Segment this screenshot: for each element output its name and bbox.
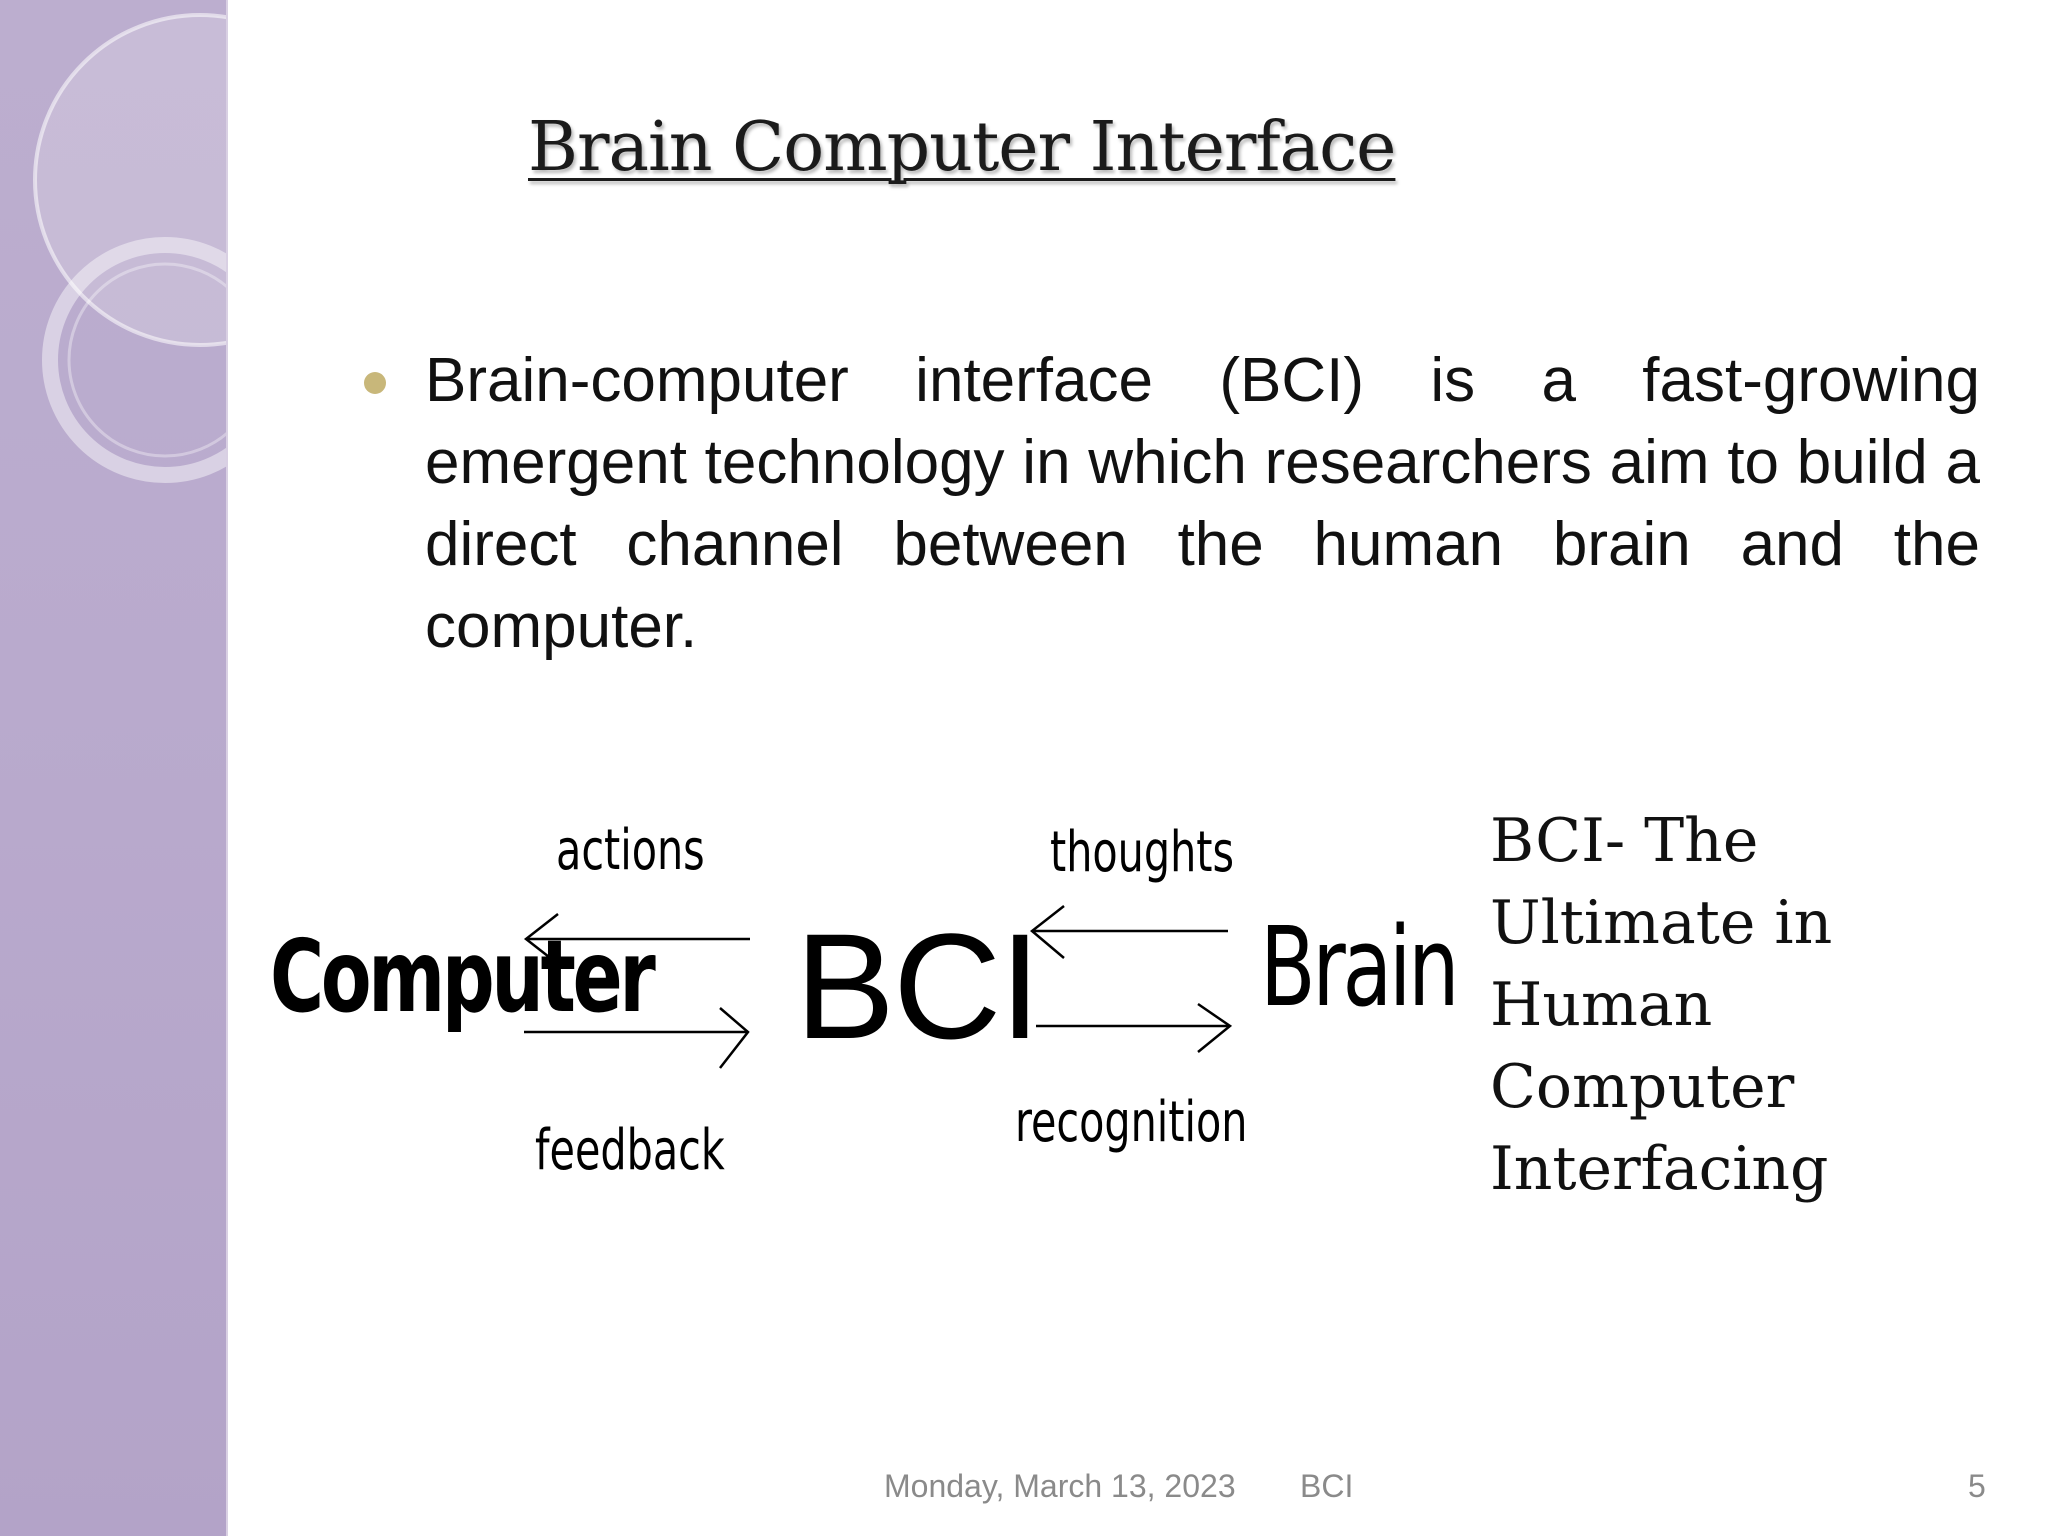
decorative-circles [33, 13, 228, 483]
diagram-label-recognition: recognition [1015, 1090, 1248, 1155]
arrowhead-recognition [1197, 1002, 1233, 1053]
footer-label: BCI [1300, 1468, 1354, 1504]
side-caption-line: Interfacing [1490, 1134, 1829, 1204]
side-caption: BCI- The Ultimate in Human Computer Inte… [1490, 800, 1970, 1210]
diagram-node-bci: BCI [795, 902, 1041, 1070]
diagram-label-feedback: feedback [535, 1118, 725, 1183]
diagram-arrows [523, 905, 1233, 1069]
side-band-edge [226, 0, 228, 1536]
bullet-text: Brain-computer interface (BCI) is a fast… [425, 346, 1980, 661]
side-caption-line: Computer [1490, 1052, 1795, 1122]
bullet-marker [364, 372, 386, 394]
diagram-node-computer: Computer [270, 918, 656, 1035]
diagram-label-thoughts: thoughts [1050, 820, 1234, 885]
arrowhead-feedback [719, 1007, 750, 1069]
diagram-node-brain: Brain [1260, 903, 1460, 1031]
decorative-side-band [0, 0, 228, 1536]
side-caption-line: Ultimate in [1490, 888, 1833, 958]
footer-date: Monday, March 13, 2023 [884, 1468, 1236, 1504]
side-caption-line: Human [1490, 970, 1713, 1040]
page-number: 5 [1968, 1468, 1986, 1504]
diagram-label-actions: actions [556, 818, 705, 883]
arrowhead-actions [523, 913, 559, 965]
slide-title: Brain Computer Interface [528, 108, 1396, 187]
bci-diagram: Computer BCI Brain actions thoughts feed… [260, 800, 1460, 1200]
arrowhead-thoughts [1030, 905, 1065, 959]
side-caption-line: BCI- The [1490, 806, 1759, 876]
